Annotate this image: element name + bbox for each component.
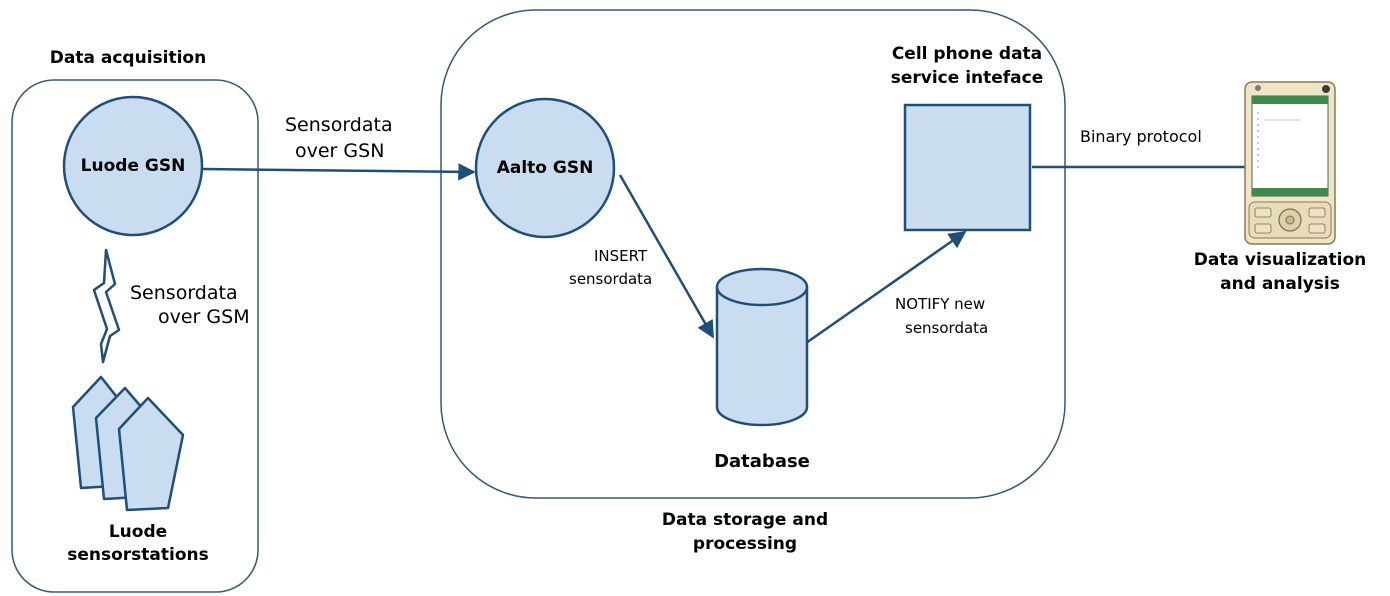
- edge-database-to-cellphone: [805, 230, 967, 345]
- visualization-label-line2: and analysis: [1220, 274, 1340, 294]
- edge-label-notify-line2: sensordata: [905, 319, 989, 337]
- data-storage-container: [440, 9, 1066, 499]
- sensorstations-label-line2: sensorstations: [67, 545, 209, 565]
- edge-label-insert-line1: INSERT: [594, 247, 648, 265]
- edge-label-insert-line2: sensordata: [569, 270, 653, 288]
- edge-luode-to-aalto: [201, 163, 476, 181]
- data-storage-title-line1: Data storage and: [661, 510, 829, 530]
- cellphone-service-node: [903, 103, 1032, 232]
- mobile-phone-icon: [1244, 81, 1336, 245]
- edge-label-gsm-line1: Sensordata: [130, 282, 238, 304]
- sensorstations-icon: [71, 375, 185, 512]
- luode-gsn-node: [62, 95, 204, 237]
- database-label: Database: [714, 451, 810, 472]
- luode-gsn-label: Luode GSN: [80, 156, 186, 176]
- data-acquisition-title: Data acquisition: [49, 48, 207, 68]
- data-acquisition-container: [11, 79, 259, 593]
- data-storage-title-line2: processing: [692, 534, 798, 554]
- aalto-gsn-node: [474, 97, 616, 239]
- lightning-icon: [92, 248, 121, 364]
- edge-label-gsn-line1: Sensordata: [285, 114, 393, 136]
- visualization-label-line1: Data visualization: [1193, 250, 1367, 270]
- edge-label-notify-line1: NOTIFY new: [895, 295, 986, 313]
- aalto-gsn-label: Aalto GSN: [496, 158, 594, 178]
- cellphone-service-label-line1: Cell phone data: [891, 44, 1043, 64]
- edge-label-binary-protocol: Binary protocol: [1080, 127, 1202, 146]
- edge-label-gsn-line2: over GSN: [295, 140, 385, 162]
- edge-label-gsm-line2: over GSM: [158, 306, 250, 328]
- edge-aalto-to-database: [618, 174, 715, 339]
- database-node: [715, 267, 809, 427]
- sensorstations-label-line1: Luode: [108, 522, 168, 542]
- cellphone-service-label-line2: service inteface: [890, 68, 1044, 88]
